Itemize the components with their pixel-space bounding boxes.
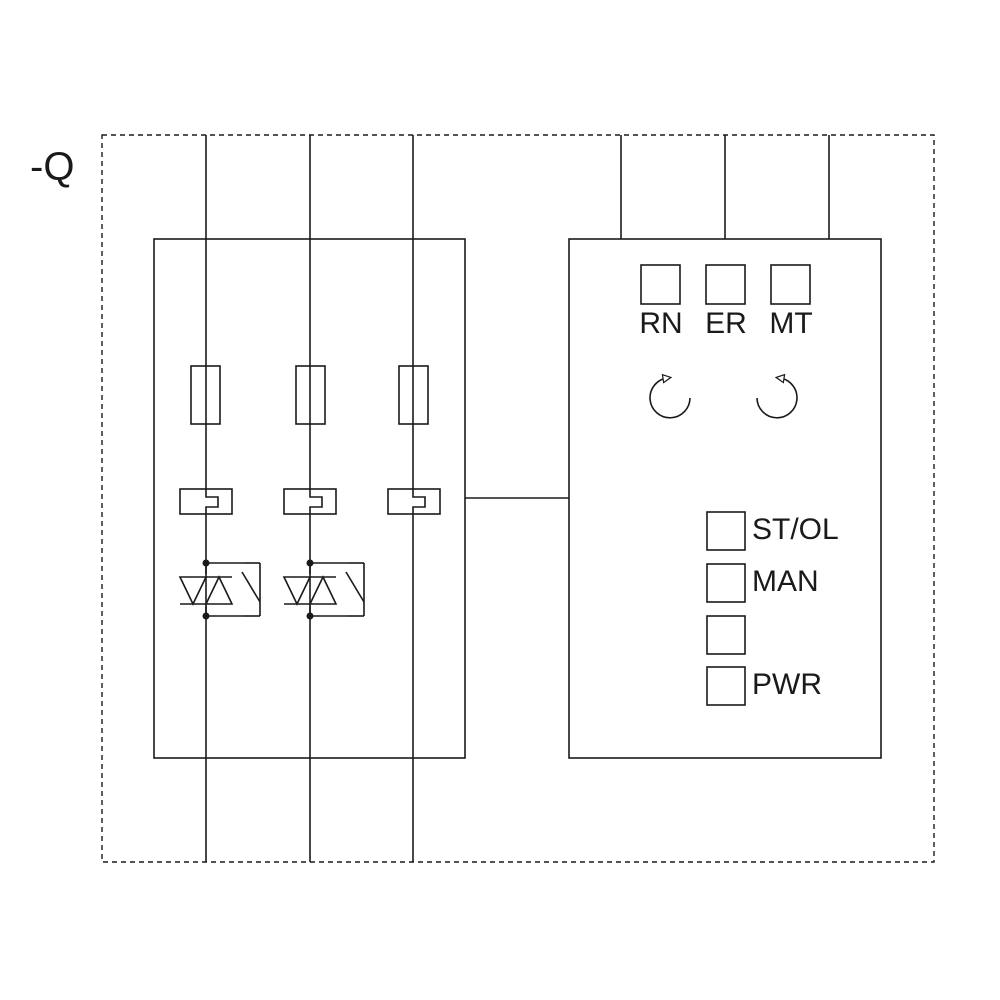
overload-element-1 (179, 488, 233, 515)
junction-dot (202, 559, 210, 567)
overload-elements (179, 488, 441, 515)
led-pwr-box (706, 666, 746, 706)
led-er-label: ER (705, 307, 747, 340)
led-rn-box (640, 264, 681, 305)
device-enclosure (101, 134, 935, 863)
junction-dot (306, 612, 314, 620)
fuses (190, 365, 429, 425)
thyristor-pair-2 (282, 559, 365, 620)
fuse-2 (295, 365, 326, 425)
led-mt-label: MT (769, 307, 812, 340)
thyristor-pair-1 (178, 559, 261, 620)
indicator-man: MAN (706, 563, 819, 603)
indicator-mt: MT (769, 264, 813, 340)
overload-element-3 (387, 488, 441, 515)
indicator-st-ol: ST/OL (706, 511, 839, 551)
led-rn-label: RN (639, 307, 682, 340)
overload-element-2 (283, 488, 337, 515)
thyristor-assemblies (178, 559, 365, 620)
rotate-counterclockwise-icon (756, 378, 798, 419)
led-pwr-label: PWR (752, 668, 822, 701)
fuse-1 (190, 365, 221, 425)
led-mt-box (770, 264, 811, 305)
junction-dot (306, 559, 314, 567)
junction-dot (202, 612, 210, 620)
led-man-label: MAN (752, 565, 819, 598)
rotate-clockwise-icon (649, 378, 691, 419)
led-st-ol-box (706, 511, 746, 551)
indicator-rn: RN (639, 264, 683, 340)
led-man-box (706, 563, 746, 603)
led-er-box (705, 264, 746, 305)
control-terminals (620, 135, 830, 239)
side-indicators: ST/OL MAN PWR (706, 511, 839, 706)
indicator-unlabeled (706, 615, 746, 655)
indicator-pwr: PWR (706, 666, 822, 706)
fuse-3 (398, 365, 429, 425)
led-unlabeled-box (706, 615, 746, 655)
rotation-icons (649, 378, 798, 419)
device-designation: -Q (30, 145, 74, 189)
indicator-er: ER (705, 264, 747, 340)
led-st-ol-label: ST/OL (752, 513, 839, 546)
top-indicators: RN ER MT (639, 264, 813, 340)
